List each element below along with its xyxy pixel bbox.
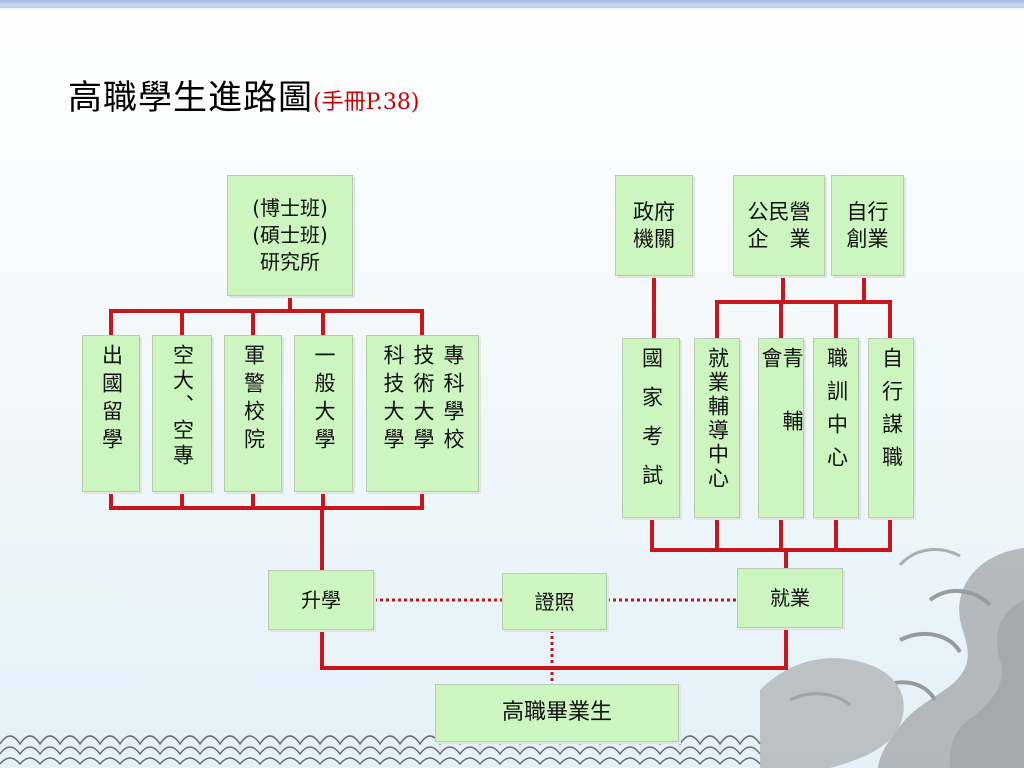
self-job-seeking-label: 自行謀職 xyxy=(879,347,904,479)
general-university-label: 一般大學 xyxy=(312,344,336,456)
top-decor-band xyxy=(0,0,1024,10)
line-graduate-to-hubs xyxy=(320,626,788,670)
page-title-main: 高職學生進路圖 xyxy=(68,78,313,118)
line-study-bus-bottom xyxy=(109,490,424,510)
line-job-bus-top xyxy=(715,300,892,340)
dragon-illustration xyxy=(760,548,1024,768)
node-study-abroad: 出國留學 xyxy=(82,335,140,492)
technical-col-3: 科技大學 xyxy=(381,344,405,456)
node-employment-center: 就業輔導中心 xyxy=(694,338,740,518)
node-graduate: 高職畢業生 xyxy=(435,684,679,742)
line-study-bus-top xyxy=(109,309,424,337)
node-vocational-training: 職訓中心 xyxy=(813,338,859,518)
study-abroad-label: 出國留學 xyxy=(99,344,124,456)
node-graduate-school: (博士班) (碩士班) 研究所 xyxy=(227,175,353,296)
line-job-bus-bottom xyxy=(650,516,892,552)
node-general-university: 一般大學 xyxy=(294,335,353,492)
vocational-training-label: 職訓中心 xyxy=(824,347,849,479)
node-open-university: 空大、空專 xyxy=(152,335,212,492)
national-exam-label: 國家考試 xyxy=(639,347,664,503)
node-employment: 就業 xyxy=(737,568,843,628)
node-youth-counseling: 青輔會 xyxy=(758,338,804,518)
page-title-sub: (手冊P.38) xyxy=(313,90,420,115)
youth-counseling-label: 青輔會 xyxy=(759,347,804,473)
node-certificate: 證照 xyxy=(502,573,607,630)
node-further-study: 升學 xyxy=(268,570,374,630)
node-enterprise: 公民營 企 業 xyxy=(733,175,825,276)
node-national-exam: 國家考試 xyxy=(622,338,680,518)
node-technical-schools: 專科學校 技術大學 科技大學 xyxy=(366,335,479,492)
technical-col-1: 專科學校 xyxy=(441,344,465,456)
node-military-police: 軍警校院 xyxy=(224,335,282,492)
node-self-job-seeking: 自行謀職 xyxy=(868,338,914,518)
node-startup: 自行 創業 xyxy=(831,175,904,276)
page-title: 高職學生進路圖(手冊P.38) xyxy=(68,70,420,119)
military-police-label: 軍警校院 xyxy=(241,344,266,456)
technical-col-2: 技術大學 xyxy=(411,344,435,456)
open-university-label: 空大、空專 xyxy=(170,344,195,469)
node-government: 政府 機關 xyxy=(615,175,693,276)
employment-center-label: 就業輔導中心 xyxy=(705,347,730,491)
